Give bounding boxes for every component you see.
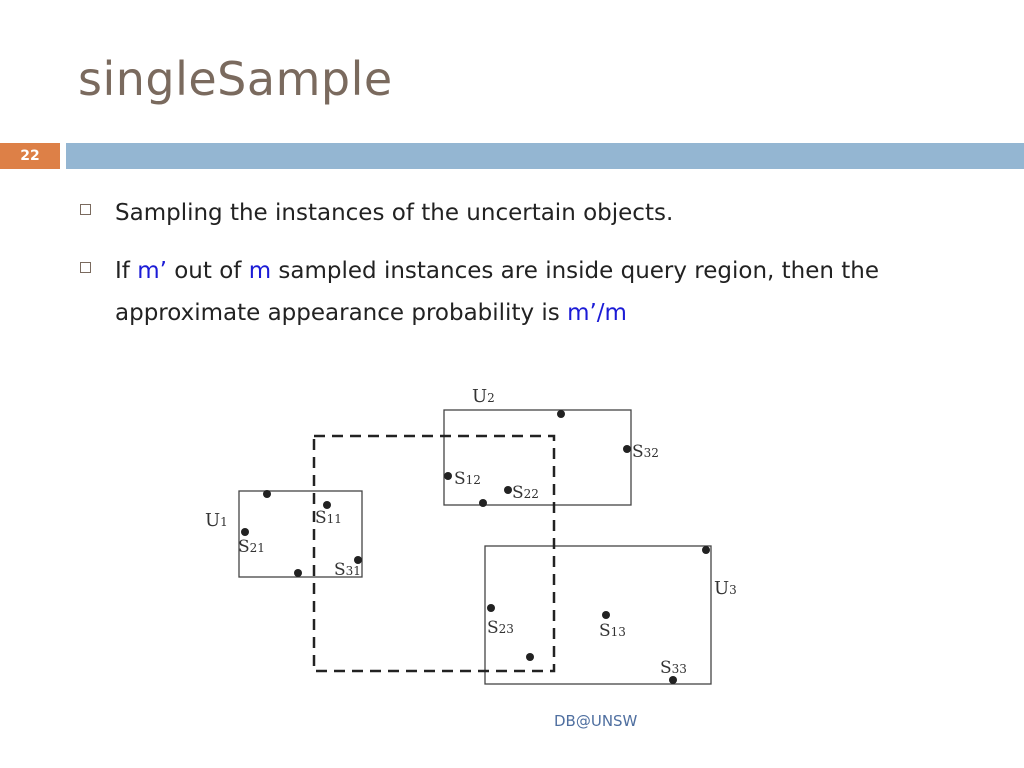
sample-point-s22 (504, 486, 512, 494)
slide-title: singleSample (78, 52, 393, 106)
label-s23: S23 (487, 618, 514, 638)
slide-number: 22 (20, 148, 40, 164)
instance-point (557, 410, 565, 418)
query-region (312, 434, 556, 673)
label-s31: S31 (334, 560, 361, 580)
square-bullet-icon (80, 262, 91, 273)
label-s13: S13 (599, 621, 626, 641)
sample-point-s13 (602, 611, 610, 619)
bullet-item-2: If m’ out of m sampled instances are ins… (80, 250, 980, 334)
label-s21: S21 (238, 537, 265, 557)
bullet-2-part-5: sampled instances are inside query regio… (115, 258, 880, 326)
instance-point (702, 546, 710, 554)
label-s11: S11 (315, 508, 342, 528)
label-s22: S22 (512, 483, 539, 503)
instance-point (294, 569, 302, 577)
bullet-2-highlight-ratio: m’/m (567, 300, 627, 326)
footer-text: DB@UNSW (554, 712, 638, 730)
object-u3-region (484, 545, 712, 685)
sample-point-s32 (623, 445, 631, 453)
label-u2: U2 (472, 386, 495, 407)
sample-point-s23 (487, 604, 495, 612)
label-s12: S12 (454, 469, 481, 489)
object-u2-region (443, 409, 632, 506)
sample-point-s31 (354, 556, 362, 564)
label-s33: S33 (660, 658, 687, 678)
sample-point-s12 (444, 472, 452, 480)
sample-point-s21 (241, 528, 249, 536)
bullet-2-highlight-m: m (248, 258, 272, 284)
bullet-list: Sampling the instances of the uncertain … (80, 192, 980, 350)
bullet-2-part-3: out of (166, 258, 249, 284)
instance-point (263, 490, 271, 498)
bullet-2-highlight-m-prime: m’ (137, 258, 167, 284)
instance-point (526, 653, 534, 661)
bullet-2-part-1: If (115, 258, 138, 284)
object-u1-region (238, 490, 363, 578)
instance-point (479, 499, 487, 507)
bullet-text-2: If m’ out of m sampled instances are ins… (115, 250, 980, 334)
bullet-text-1: Sampling the instances of the uncertain … (115, 192, 673, 234)
label-u3: U3 (714, 578, 737, 599)
title-underline-bar (66, 143, 1024, 169)
label-u1: U1 (205, 510, 228, 531)
sample-point-s33 (669, 676, 677, 684)
label-s32: S32 (632, 442, 659, 462)
bullet-1-part-1: Sampling the instances of the uncertain … (115, 200, 674, 226)
bullet-item-1: Sampling the instances of the uncertain … (80, 192, 980, 234)
slide-number-bar (0, 143, 60, 169)
square-bullet-icon (80, 204, 91, 215)
sample-point-s11 (323, 501, 331, 509)
